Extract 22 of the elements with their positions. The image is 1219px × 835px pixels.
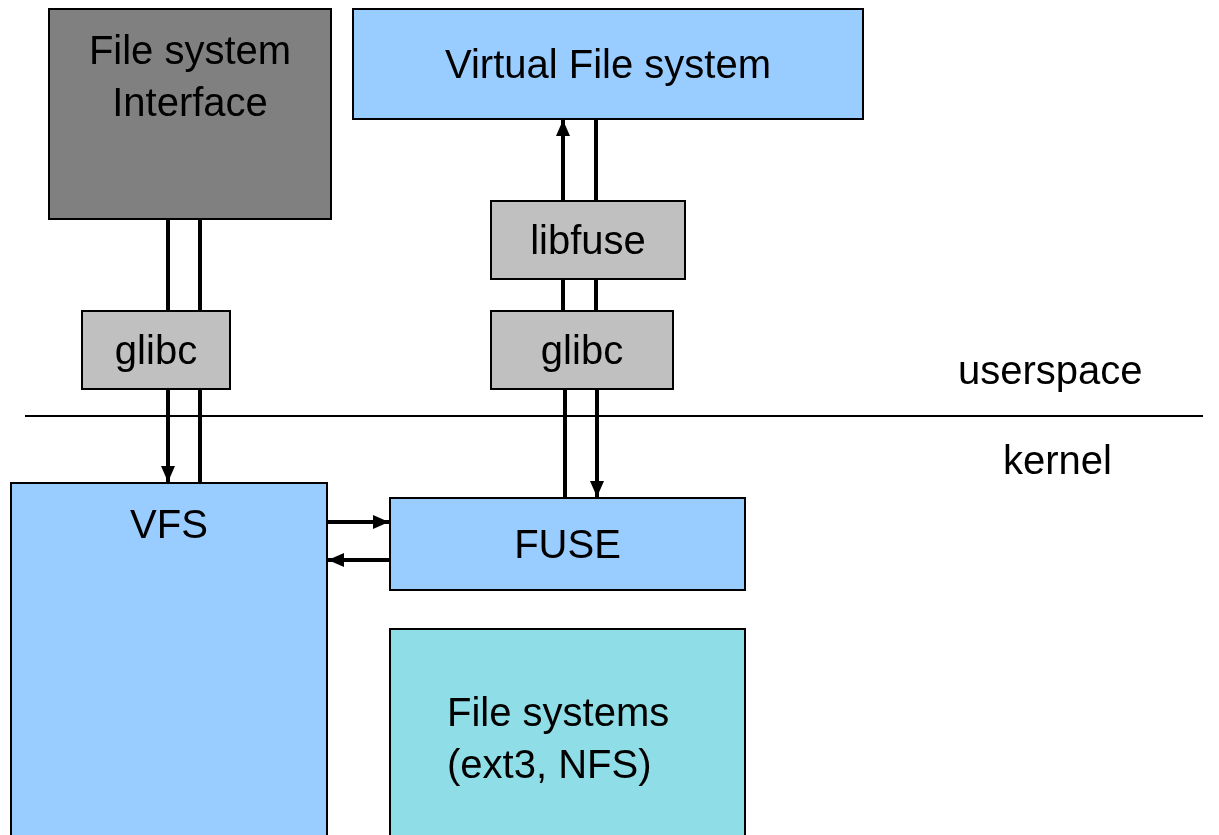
connector-line [594, 280, 598, 310]
filesystem-box: File systems (ext3, NFS) [389, 628, 746, 835]
layer-box: Virtual File system [352, 8, 864, 120]
library-box: libfuse [490, 200, 686, 280]
module-box: FUSE [389, 497, 746, 591]
region-label: kernel [1003, 438, 1112, 483]
connector-line [561, 280, 565, 310]
arrow [590, 390, 604, 497]
region-label: userspace [958, 348, 1143, 393]
connector-line [198, 390, 202, 482]
layer-box: VFS [10, 482, 328, 835]
arrow [328, 553, 389, 567]
connector-line [563, 390, 567, 497]
library-box: glibc [490, 310, 674, 390]
arrow [556, 120, 570, 200]
connector-line [166, 220, 170, 310]
interface-box: File system Interface [48, 8, 332, 220]
library-box: glibc [81, 310, 231, 390]
arrow [328, 515, 389, 529]
arrow [161, 390, 175, 482]
connector-line [594, 120, 598, 200]
connector-line [198, 220, 202, 310]
